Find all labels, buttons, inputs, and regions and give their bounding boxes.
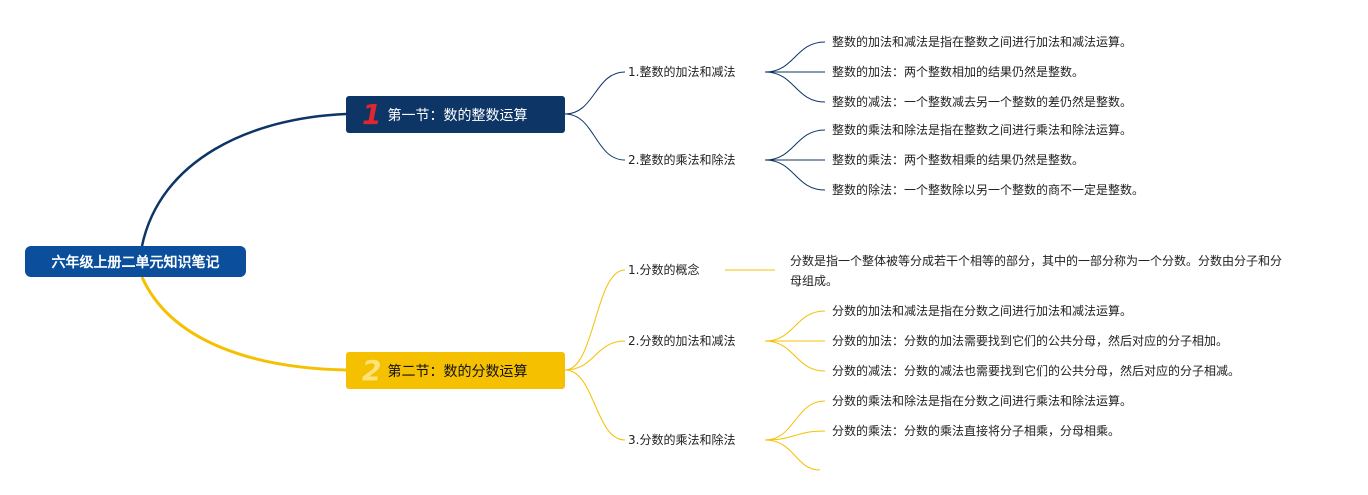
- topic-label: 1.分数的概念: [628, 263, 700, 277]
- link-root-section-1: [140, 112, 347, 247]
- section-1-title: 第一节：数的整数运算: [387, 107, 528, 124]
- link-section-2-topic-2: [564, 340, 626, 371]
- topic-s2-2[interactable]: 2.分数的加法和减法: [628, 332, 735, 350]
- topic-label: 3.分数的乘法和除法: [628, 433, 736, 447]
- link-s1t2-leaf-3: [764, 159, 826, 191]
- leaf-s1-t2-2[interactable]: 整数的乘法：两个整数相乘的结果仍然是整数。: [832, 153, 1085, 167]
- topic-s1-2[interactable]: 2.整数的乘法和除法: [628, 151, 735, 169]
- topic-label: 1.整数的加法和减法: [628, 65, 736, 79]
- leaf-s2-t3-1[interactable]: 分数的乘法和除法是指在分数之间进行乘法和除法运算。: [832, 394, 1133, 408]
- link-section-2-topic-1: [564, 269, 626, 371]
- leaf-s1-t2-3[interactable]: 整数的除法：一个整数除以另一个整数的商不一定是整数。: [832, 183, 1145, 197]
- link-s1t2-leaf-1: [764, 129, 826, 161]
- leaf-s2-t2-3[interactable]: 分数的减法：分数的减法也需要找到它们的公共分母，然后对应的分子相减。: [832, 364, 1241, 378]
- link-section-1-topic-2: [564, 113, 626, 161]
- link-s2t3-leaf-1: [764, 400, 826, 441]
- link-s1t1-leaf-3: [764, 71, 826, 103]
- topic-label: 2.分数的加法和减法: [628, 334, 736, 348]
- section-2-number-badge: 2: [362, 353, 382, 387]
- link-section-1-topic-1: [564, 71, 626, 115]
- link-s2t3-leaf-3: [764, 439, 821, 471]
- section-1-number-badge: 1: [362, 97, 382, 131]
- leaf-s1-t1-1[interactable]: 整数的加法和减法是指在整数之间进行加法和减法运算。: [832, 35, 1133, 49]
- section-2-node[interactable]: 2 第二节：数的分数运算: [346, 352, 565, 389]
- root-node[interactable]: 六年级上册二单元知识笔记: [25, 246, 246, 277]
- leaf-s2-t1-1[interactable]: 分数是指一个整体被等分成若干个相等的部分，其中的一部分称为一个分数。分数由分子和…: [790, 254, 1283, 288]
- root-title: 六年级上册二单元知识笔记: [51, 254, 220, 271]
- leaf-s2-t2-2[interactable]: 分数的加法：分数的加法需要找到它们的公共分母，然后对应的分子相加。: [832, 334, 1229, 348]
- link-section-2-topic-3: [564, 369, 626, 441]
- link-s2t2-leaf-3: [764, 340, 826, 372]
- leaf-s1-t1-2[interactable]: 整数的加法：两个整数相加的结果仍然是整数。: [832, 65, 1085, 79]
- leaf-s2-t3-2[interactable]: 分数的乘法：分数的乘法直接将分子相乘，分母相乘。: [832, 424, 1121, 438]
- link-s2t3-leaf-2: [764, 430, 826, 441]
- topic-s2-3[interactable]: 3.分数的乘法和除法: [628, 431, 735, 449]
- topic-label: 2.整数的乘法和除法: [628, 153, 736, 167]
- leaf-s2-t2-1[interactable]: 分数的加法和减法是指在分数之间进行加法和减法运算。: [832, 304, 1133, 318]
- link-s2t2-leaf-1: [764, 310, 826, 342]
- link-root-section-2: [140, 276, 347, 372]
- section-2-title: 第二节：数的分数运算: [387, 363, 528, 380]
- leaf-s1-t1-3[interactable]: 整数的减法：一个整数减去另一个整数的差仍然是整数。: [832, 95, 1133, 109]
- link-s1t1-leaf-1: [764, 41, 826, 73]
- leaf-s1-t2-1[interactable]: 整数的乘法和除法是指在整数之间进行乘法和除法运算。: [832, 123, 1133, 137]
- topic-s2-1[interactable]: 1.分数的概念: [628, 261, 699, 279]
- section-1-node[interactable]: 1 第一节：数的整数运算: [346, 96, 565, 133]
- topic-s1-1[interactable]: 1.整数的加法和减法: [628, 63, 735, 81]
